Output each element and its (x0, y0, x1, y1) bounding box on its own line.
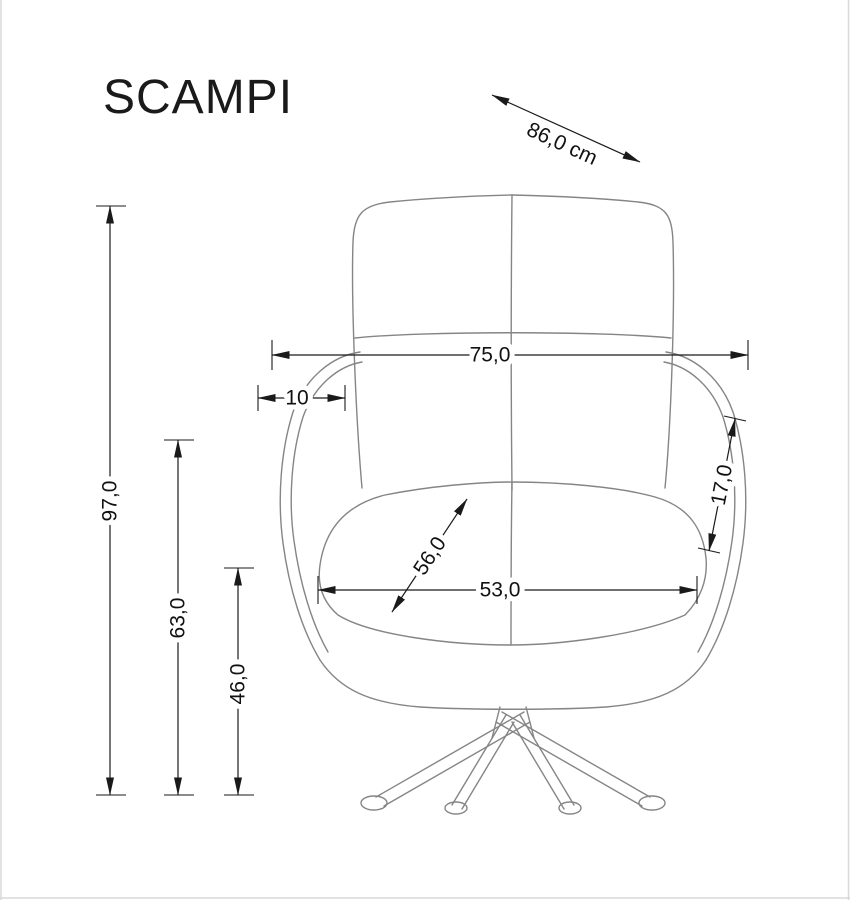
dimension-depth-label: 86,0 cm (523, 118, 601, 170)
dimension-total-width: 75,0 (271, 339, 749, 372)
dimension-seat-width: 53,0 (317, 574, 698, 607)
dimension-wing-height-line (708, 418, 736, 552)
dimension-seat-width-label: 53,0 (480, 579, 521, 602)
dimension-seat-depth: 56,0 (391, 498, 468, 613)
foot-left (360, 795, 388, 811)
seat-center-seam (510, 481, 513, 646)
chair-illustration (279, 194, 747, 815)
swivel-base (360, 706, 666, 815)
right-wing-outer (665, 351, 747, 661)
product-title: SCAMPI (103, 71, 293, 124)
left-wing-inner (290, 361, 363, 653)
dimension-wing-height-tick-top (723, 415, 747, 422)
foot-front-left (444, 801, 468, 815)
dimension-seat-depth-label: 56,0 (409, 533, 451, 580)
dimension-back-height: 63,0 (162, 439, 195, 796)
dimension-seat-height-label: 46,0 (227, 664, 250, 705)
dimension-arm-width: 10 (257, 382, 346, 415)
backrest-outline (351, 194, 675, 489)
dimension-depth: 86,0 cm (491, 94, 641, 175)
leg-right-bottom (495, 721, 643, 807)
backrest-center-seam (510, 194, 513, 491)
dimension-back-height-label: 63,0 (167, 598, 190, 639)
foot-front-right (558, 801, 582, 815)
leg-front-right-bottom (511, 721, 565, 810)
dimension-total-height: 97,0 (94, 205, 127, 796)
dimension-total-width-label: 75,0 (470, 344, 511, 367)
dimension-wing-height-tick-bottom (697, 547, 721, 554)
dimension-seat-height: 46,0 (222, 567, 255, 796)
foot-right (638, 795, 666, 811)
chair-skirt (319, 659, 707, 710)
leg-front-left-bottom (461, 721, 515, 810)
seat-cushion (318, 481, 707, 646)
leg-front-right-top (519, 714, 575, 806)
left-wing-outer (279, 351, 361, 661)
leg-right-top (501, 711, 651, 798)
dimension-total-height-label: 97,0 (99, 481, 122, 522)
dimension-depth-line (491, 94, 641, 163)
dimension-arm-width-label: 10 (285, 387, 308, 410)
leg-front-left-top (451, 714, 507, 806)
dimension-wing-height-label: 17,0 (707, 463, 737, 508)
leg-left-bottom (383, 721, 531, 807)
dimension-wing-height: 17,0 (697, 415, 747, 554)
backrest-horizontal-seam (354, 332, 672, 339)
